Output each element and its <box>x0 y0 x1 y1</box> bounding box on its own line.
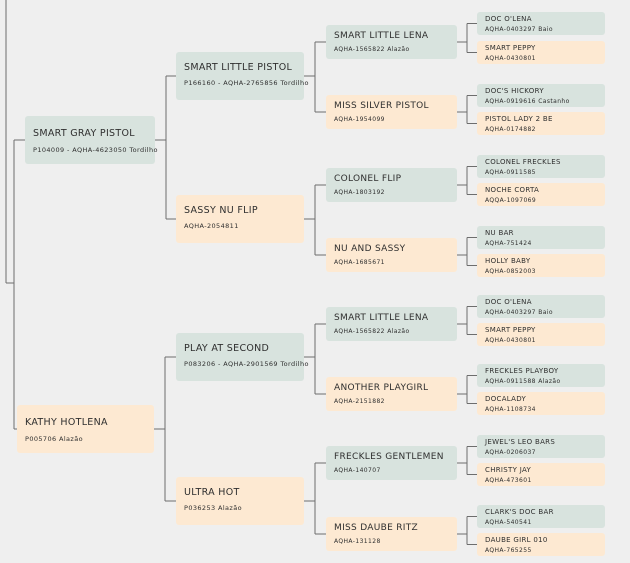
horse-name: COLONEL FRECKLES <box>485 158 561 166</box>
horse-registration: AQHA-1954099 <box>334 116 385 123</box>
horse-name: ULTRA HOT <box>184 487 240 498</box>
horse-name: SMART PEPPY <box>485 44 536 52</box>
horse-registration: AQHA-0852003 <box>485 268 536 275</box>
horse-registration: AQHA-1565822 Alazão <box>334 46 410 53</box>
horse-name: SMART LITTLE PISTOL <box>184 62 293 73</box>
pedigree-box-gen4[interactable]: NU BAR AQHA-751424 <box>477 226 605 249</box>
horse-registration: AQHA-0911585 <box>485 169 536 176</box>
horse-registration: P036253 Alazão <box>184 504 243 512</box>
horse-registration: AQHA-0919616 Castanho <box>485 98 570 105</box>
horse-name: DOC'S HICKORY <box>485 87 544 95</box>
horse-registration: AQQA-1097069 <box>485 197 537 204</box>
horse-registration: AQHA-765255 <box>485 547 532 554</box>
horse-registration: P083206 - AQHA-2901569 Tordilho <box>184 360 309 368</box>
pedigree-box-gen4[interactable]: SMART PEPPY AQHA-0430801 <box>477 323 605 346</box>
horse-registration: AQHA-140707 <box>334 467 381 474</box>
horse-name: MISS DAUBE RITZ <box>334 523 419 533</box>
pedigree-box-gen4[interactable]: DOC'S HICKORY AQHA-0919616 Castanho <box>477 84 605 107</box>
pedigree-box-gen4[interactable]: COLONEL FRECKLES AQHA-0911585 <box>477 155 605 178</box>
pedigree-box-gen2[interactable]: SMART LITTLE PISTOL P166160 - AQHA-276585… <box>176 52 309 100</box>
horse-registration: AQHA-1108734 <box>485 406 536 413</box>
horse-registration: P166160 - AQHA-2765856 Tordilho <box>184 79 309 87</box>
horse-name: NU BAR <box>485 229 514 237</box>
horse-name: PISTOL LADY 2 BE <box>485 115 553 123</box>
pedigree-box-gen3[interactable]: SMART LITTLE LENA AQHA-1565822 Alazão <box>326 25 457 59</box>
horse-name: SMART GRAY PISTOL <box>33 128 135 139</box>
horse-name: DOC O'LENA <box>485 298 532 306</box>
horse-name: NU AND SASSY <box>334 244 406 254</box>
pedigree-box-gen4[interactable]: DOCALADY AQHA-1108734 <box>477 392 605 415</box>
horse-name: ANOTHER PLAYGIRL <box>334 383 429 393</box>
pedigree-box-gen4[interactable]: CHRISTY JAY AQHA-473601 <box>477 463 605 486</box>
pedigree-box-gen3[interactable]: ANOTHER PLAYGIRL AQHA-2151882 <box>326 377 457 411</box>
horse-registration: AQHA-2151882 <box>334 398 385 405</box>
horse-registration: AQHA-2054811 <box>184 222 239 230</box>
pedigree-box-gen2[interactable]: ULTRA HOT P036253 Alazão <box>176 477 304 525</box>
horse-name: DAUBE GIRL 010 <box>485 536 548 544</box>
horse-name: HOLLY BABY <box>485 257 531 265</box>
horse-name: MISS SILVER PISTOL <box>334 101 429 111</box>
horse-name: FRECKLES GENTLEMEN <box>334 452 444 462</box>
horse-name: DOC O'LENA <box>485 15 532 23</box>
pedigree-box-gen4[interactable]: FRECKLES PLAYBOY AQHA-0911588 Alazão <box>477 364 605 387</box>
pedigree-box-gen3[interactable]: MISS DAUBE RITZ AQHA-131128 <box>326 517 457 551</box>
pedigree-box-gen3[interactable]: SMART LITTLE LENA AQHA-1565822 Alazão <box>326 307 457 341</box>
pedigree-box-gen3[interactable]: COLONEL FLIP AQHA-1803192 <box>326 168 457 202</box>
horse-name: SMART LITTLE LENA <box>334 31 429 41</box>
pedigree-box-gen1[interactable]: SMART GRAY PISTOL P104009 - AQHA-4623050 … <box>25 116 158 164</box>
horse-name: FRECKLES PLAYBOY <box>485 367 559 375</box>
horse-registration: AQHA-1803192 <box>334 189 385 196</box>
horse-name: SMART PEPPY <box>485 326 536 334</box>
horse-registration: AQHA-0403297 Baio <box>485 309 553 316</box>
horse-registration: AQHA-0403297 Baio <box>485 26 553 33</box>
horse-name: CLARK'S DOC BAR <box>485 508 554 516</box>
pedigree-box-gen4[interactable]: PISTOL LADY 2 BE AQHA-0174882 <box>477 112 605 135</box>
horse-registration: P005706 Alazão <box>25 435 84 443</box>
horse-registration: P104009 - AQHA-4623050 Tordilho <box>33 146 158 154</box>
pedigree-box-gen1[interactable]: KATHY HOTLENA P005706 Alazão <box>17 405 154 453</box>
horse-name: PLAY AT SECOND <box>184 343 270 354</box>
pedigree-box-gen4[interactable]: SMART PEPPY AQHA-0430801 <box>477 41 605 64</box>
horse-registration: AQHA-540541 <box>485 519 532 526</box>
horse-registration: AQHA-0174882 <box>485 126 536 133</box>
pedigree-box-gen4[interactable]: NOCHE CORTA AQQA-1097069 <box>477 183 605 206</box>
horse-name: COLONEL FLIP <box>334 174 402 184</box>
pedigree-box-gen4[interactable]: DOC O'LENA AQHA-0403297 Baio <box>477 12 605 35</box>
horse-registration: AQHA-0911588 Alazão <box>485 378 561 385</box>
horse-registration: AQHA-1565822 Alazão <box>334 328 410 335</box>
horse-name: NOCHE CORTA <box>485 186 540 194</box>
horse-name: SASSY NU FLIP <box>184 205 258 216</box>
pedigree-box-gen2[interactable]: SASSY NU FLIP AQHA-2054811 <box>176 195 304 243</box>
pedigree-box-gen4[interactable]: DOC O'LENA AQHA-0403297 Baio <box>477 295 605 318</box>
horse-registration: AQHA-473601 <box>485 477 532 484</box>
horse-registration: AQHA-751424 <box>485 240 532 247</box>
pedigree-box-gen3[interactable]: NU AND SASSY AQHA-1685671 <box>326 238 457 272</box>
pedigree-box-gen3[interactable]: MISS SILVER PISTOL AQHA-1954099 <box>326 95 457 129</box>
pedigree-box-gen3[interactable]: FRECKLES GENTLEMEN AQHA-140707 <box>326 446 457 480</box>
horse-name: JEWEL'S LEO BARS <box>485 438 556 446</box>
horse-registration: AQHA-1685671 <box>334 259 385 266</box>
pedigree-box-gen4[interactable]: CLARK'S DOC BAR AQHA-540541 <box>477 505 605 528</box>
horse-registration: AQHA-131128 <box>334 538 381 545</box>
horse-registration: AQHA-0430801 <box>485 337 536 344</box>
pedigree-box-gen4[interactable]: JEWEL'S LEO BARS AQHA-0206037 <box>477 435 605 458</box>
horse-name: SMART LITTLE LENA <box>334 313 429 323</box>
pedigree-box-gen2[interactable]: PLAY AT SECOND P083206 - AQHA-2901569 Tor… <box>176 333 309 381</box>
horse-registration: AQHA-0430801 <box>485 55 536 62</box>
horse-registration: AQHA-0206037 <box>485 449 536 456</box>
horse-name: CHRISTY JAY <box>485 466 532 474</box>
horse-name: KATHY HOTLENA <box>25 417 108 428</box>
pedigree-box-gen4[interactable]: HOLLY BABY AQHA-0852003 <box>477 254 605 277</box>
horse-name: DOCALADY <box>485 395 527 403</box>
